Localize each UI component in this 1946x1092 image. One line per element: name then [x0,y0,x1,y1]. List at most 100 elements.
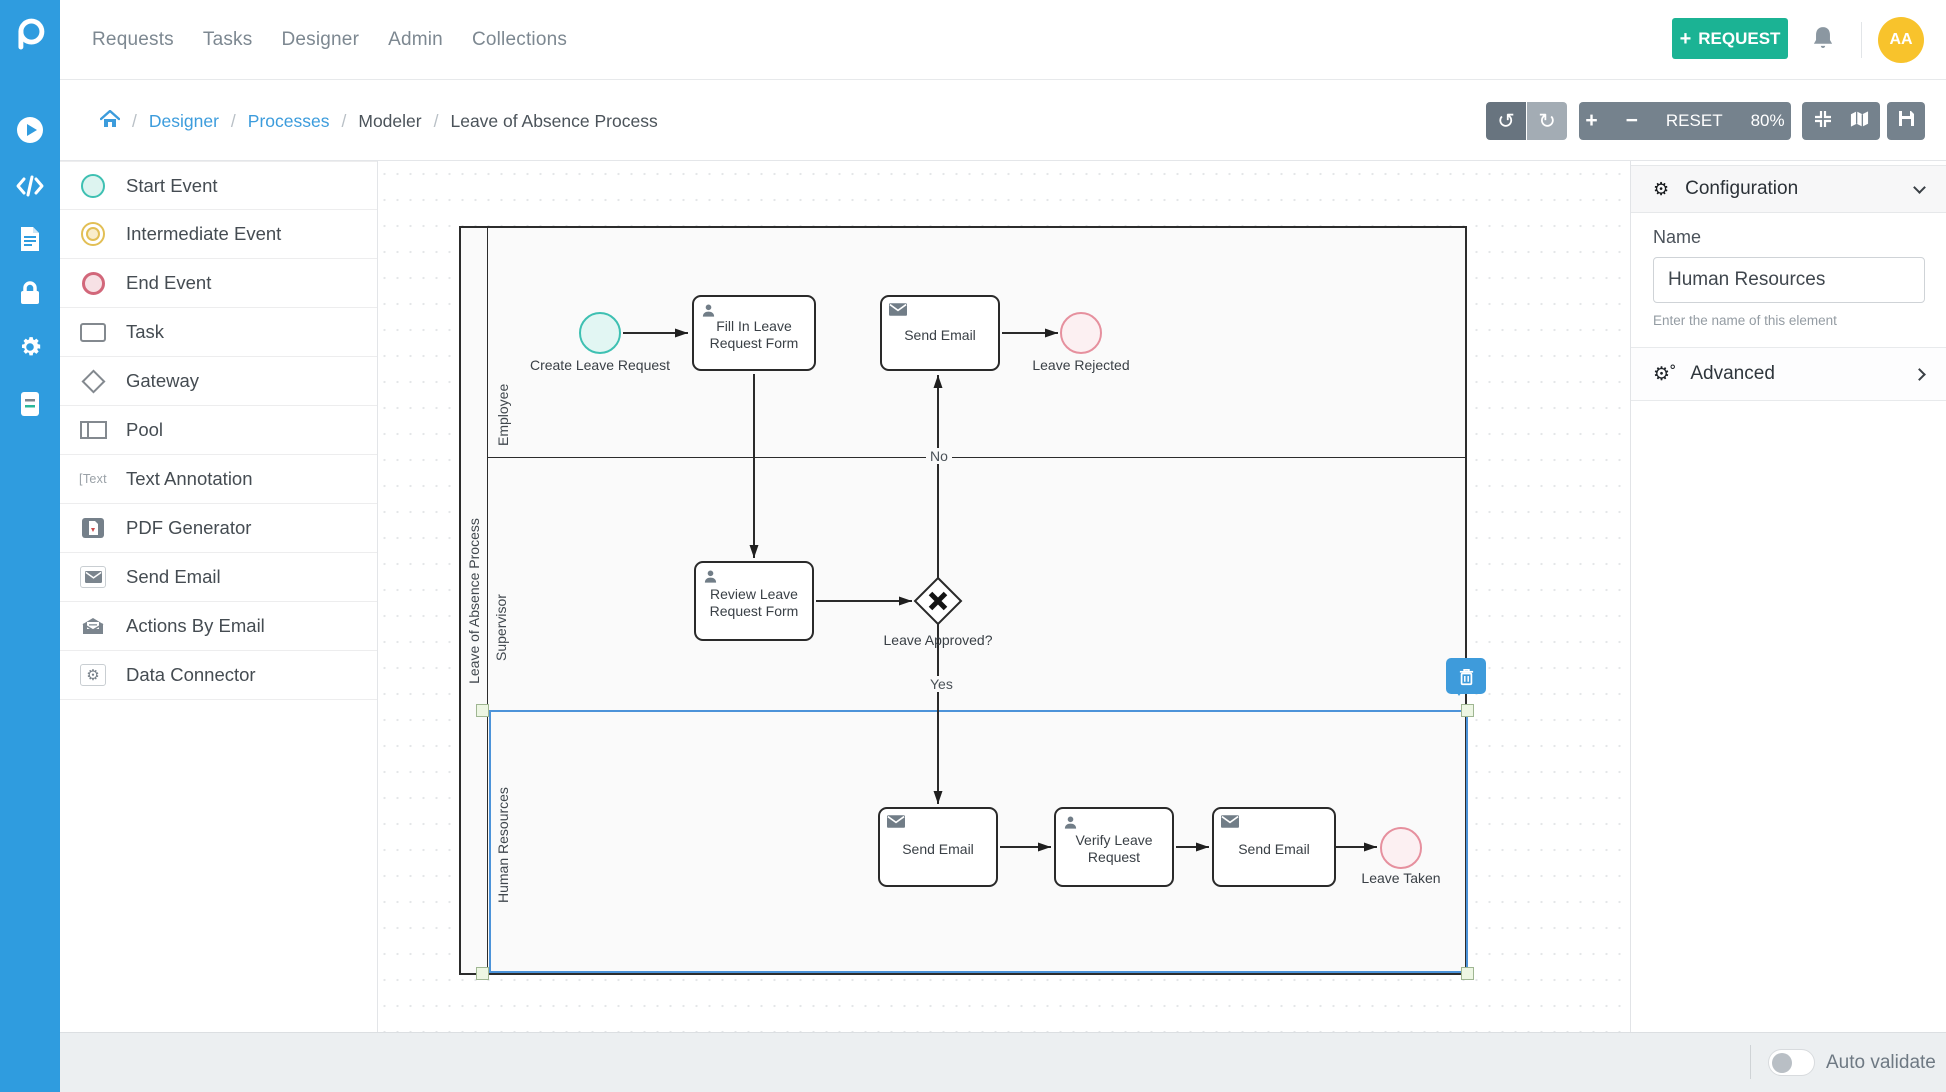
advanced-title: Advanced [1690,363,1775,384]
book-icon[interactable] [0,387,60,421]
breadcrumb-bar: / Designer / Processes / Modeler / Leave… [60,81,1946,161]
task-fill-leave-request-form[interactable]: Fill In Leave Request Form [692,295,816,371]
redo-button[interactable]: ↻ [1527,102,1567,140]
task-send-email-2[interactable]: Send Email [878,807,998,887]
zoom-reset-button[interactable]: RESET [1665,111,1723,130]
trash-icon [1459,668,1473,685]
exclusive-gateway[interactable] [913,576,963,626]
save-button[interactable] [1887,102,1925,140]
configuration-title: Configuration [1685,178,1799,199]
gear-icon: ⚙ [1653,179,1670,199]
selection-handle[interactable] [1461,704,1474,717]
flow-label-yes: Yes [926,676,957,692]
palette-item-label: Start Event [126,174,218,196]
task-review-leave-request-form[interactable]: Review Leave Request Form [694,561,814,641]
palette-item-label: End Event [126,272,212,293]
end-event-label: Leave Taken [1361,870,1441,886]
zoom-out-button[interactable]: − [1625,109,1638,132]
nav-item-collections[interactable]: Collections [471,29,568,50]
home-icon[interactable] [99,109,121,133]
task-label: Verify Leave Request [1075,832,1153,865]
zoom-level-value: 80% [1750,111,1785,130]
selected-lane-human-resources[interactable] [489,710,1468,973]
end-event-leave-rejected[interactable] [1060,312,1102,354]
advanced-section-header[interactable]: ⚙˚ Advanced [1631,347,1946,401]
task-label: Send Email [902,840,974,857]
breadcrumb-processes[interactable]: Processes [247,110,330,131]
lock-icon[interactable] [0,276,60,310]
zoom-in-button[interactable]: + [1585,109,1598,132]
chevron-down-icon [1913,180,1926,194]
notifications-bell-icon[interactable] [1810,25,1836,60]
lane-divider [488,457,1467,458]
toggle-knob [1772,1052,1792,1073]
nav-item-admin[interactable]: Admin [388,29,443,50]
minimap-icon[interactable] [1850,110,1869,133]
new-request-button[interactable]: + REQUEST [1672,18,1788,59]
end-event-leave-taken[interactable] [1380,827,1422,869]
configuration-section-header[interactable]: ⚙ Configuration [1631,165,1946,213]
palette-item-label: Text Annotation [126,468,253,489]
breadcrumb-designer[interactable]: Designer [148,110,219,131]
sequence-flows [623,328,1377,852]
palette-item-pdf-generator[interactable]: PDF Generator [60,504,377,553]
nav-item-tasks[interactable]: Tasks [202,29,253,50]
palette-item-end-event[interactable]: End Event [60,259,377,308]
palette-item-send-email[interactable]: Send Email [60,553,377,602]
breadcrumb: / Designer / Processes / Modeler / Leave… [99,81,658,161]
name-field-help: Enter the name of this element [1653,313,1837,328]
code-icon[interactable] [0,169,60,203]
user-avatar[interactable]: AA [1878,17,1924,63]
gears-icon: ⚙˚ [1653,363,1677,385]
status-bar: Auto validate [60,1032,1946,1092]
nav-divider [1861,22,1862,58]
auto-validate-label: Auto validate [1826,1052,1936,1073]
processmaker-p-icon [18,18,45,50]
task-label: Review Leave Request Form [709,586,799,619]
actions-by-email-icon [60,617,126,635]
palette-item-task[interactable]: Task [60,308,377,357]
user-icon [1063,815,1078,834]
name-field-label: Name [1653,227,1702,247]
task-verify-leave-request[interactable]: Verify Leave Request [1054,807,1174,887]
auto-validate-toggle[interactable] [1768,1049,1815,1076]
modeler-canvas[interactable]: Leave of Absence Process Employee Superv… [378,161,1630,1032]
nav-item-designer[interactable]: Designer [281,29,360,50]
breadcrumb-separator: / [230,110,236,131]
palette-item-label: Pool [126,419,164,440]
undo-button[interactable]: ↺ [1486,102,1526,140]
breadcrumb-separator: / [433,110,439,131]
palette-item-text-annotation[interactable]: [Text Text Annotation [60,455,377,504]
palette-item-pool[interactable]: Pool [60,406,377,455]
gear-icon[interactable] [0,330,60,364]
name-input[interactable] [1653,257,1925,303]
delete-lane-button[interactable] [1446,658,1486,696]
flow-label-no: No [926,448,952,464]
gateway-icon [60,368,126,394]
pool-icon [60,421,126,439]
palette-item-data-connector[interactable]: ⚙ Data Connector [60,651,377,700]
plus-icon: + [1679,27,1692,50]
play-circle-icon[interactable] [0,113,60,147]
task-send-email-1[interactable]: Send Email [880,295,1000,371]
selection-handle[interactable] [1461,967,1474,980]
processmaker-logo[interactable] [0,0,60,66]
text-annotation-icon: [Text [79,472,107,486]
palette-item-actions-by-email[interactable]: Actions By Email [60,602,377,651]
selection-handle[interactable] [476,704,489,717]
fit-canvas-icon[interactable] [1814,110,1832,133]
document-icon[interactable] [0,222,60,256]
palette-item-label: PDF Generator [126,517,252,538]
nav-item-requests[interactable]: Requests [92,29,174,50]
pool-label-strip[interactable]: Leave of Absence Process [461,228,488,973]
selection-handle[interactable] [476,967,489,980]
start-event-node[interactable] [579,312,621,354]
palette-item-gateway[interactable]: Gateway [60,357,377,406]
palette-item-intermediate-event[interactable]: Intermediate Event [60,210,377,259]
task-send-email-3[interactable]: Send Email [1212,807,1336,887]
redo-icon: ↻ [1538,109,1556,133]
palette-item-start-event[interactable]: Start Event [60,161,377,210]
view-toolbar [1802,102,1880,140]
envelope-icon [887,815,905,832]
